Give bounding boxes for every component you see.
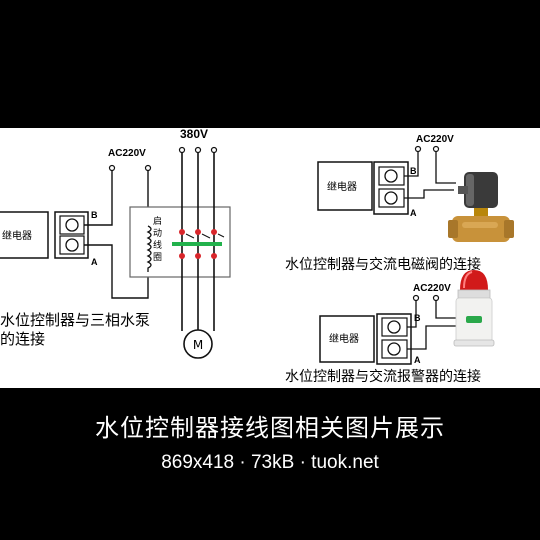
terminal-b-contact — [65, 218, 79, 232]
alarm-caption: 水位控制器与交流报警器的连接 — [285, 368, 481, 385]
relay-box-left — [0, 211, 49, 259]
contactor-contacts — [172, 229, 225, 259]
relay-label-alarm: 继电器 — [329, 332, 359, 345]
three-phase-lines — [181, 150, 215, 331]
terminal-a-contact — [65, 238, 79, 252]
relay-box-alarm — [319, 315, 375, 363]
supply-wire-a — [84, 244, 149, 299]
terminal-a-label-valve: A — [410, 208, 417, 218]
three-phase-label: 380V — [180, 128, 208, 141]
image-title: 水位控制器接线图相关图片展示 — [95, 414, 445, 442]
terminal-b-label-left: B — [91, 210, 98, 220]
image-meta: 869x418 · 73kB · tuok.net — [161, 452, 379, 473]
terminal-b-label-alarm: B — [414, 313, 421, 323]
ac220v-label-valve: AC220V — [416, 134, 454, 145]
valve-caption: 水位控制器与交流电磁阀的连接 — [285, 256, 481, 273]
ac220v-label-left: AC220V — [108, 148, 146, 159]
relay-box-valve — [317, 161, 373, 211]
pump-wiring-panel: 继电器 B A AC220V 启动线圈 380V — [0, 127, 231, 359]
terminal-a-label-alarm: A — [414, 355, 421, 365]
motor-icon — [183, 329, 213, 359]
relay-label-left: 继电器 — [2, 229, 32, 242]
solenoid-wiring-panel: 继电器 B A AC220V 水位控制器与交流电磁阀的连接 — [285, 134, 514, 273]
motor-label: M — [193, 338, 203, 352]
relay-label-valve: 继电器 — [327, 180, 357, 193]
supply-wire-b — [84, 170, 113, 226]
wiring-diagram: 继电器 B A AC220V 启动线圈 380V — [0, 127, 540, 388]
terminal-a-label-left: A — [91, 257, 98, 267]
solenoid-valve-icon — [448, 172, 514, 242]
alarm-beacon-icon — [453, 270, 495, 347]
terminal-b-label-valve: B — [410, 166, 417, 176]
ac220v-label-alarm: AC220V — [413, 283, 451, 294]
coil-label: 启动线圈 — [153, 215, 162, 263]
alarm-wiring-panel: 继电器 B A AC220V 水位控制器与交流报警器的连接 — [285, 270, 495, 385]
starter-coil — [146, 225, 152, 272]
pump-caption-line1: 水位控制器与三相水泵 — [0, 311, 150, 329]
pump-caption-line2: 的连接 — [0, 330, 45, 348]
